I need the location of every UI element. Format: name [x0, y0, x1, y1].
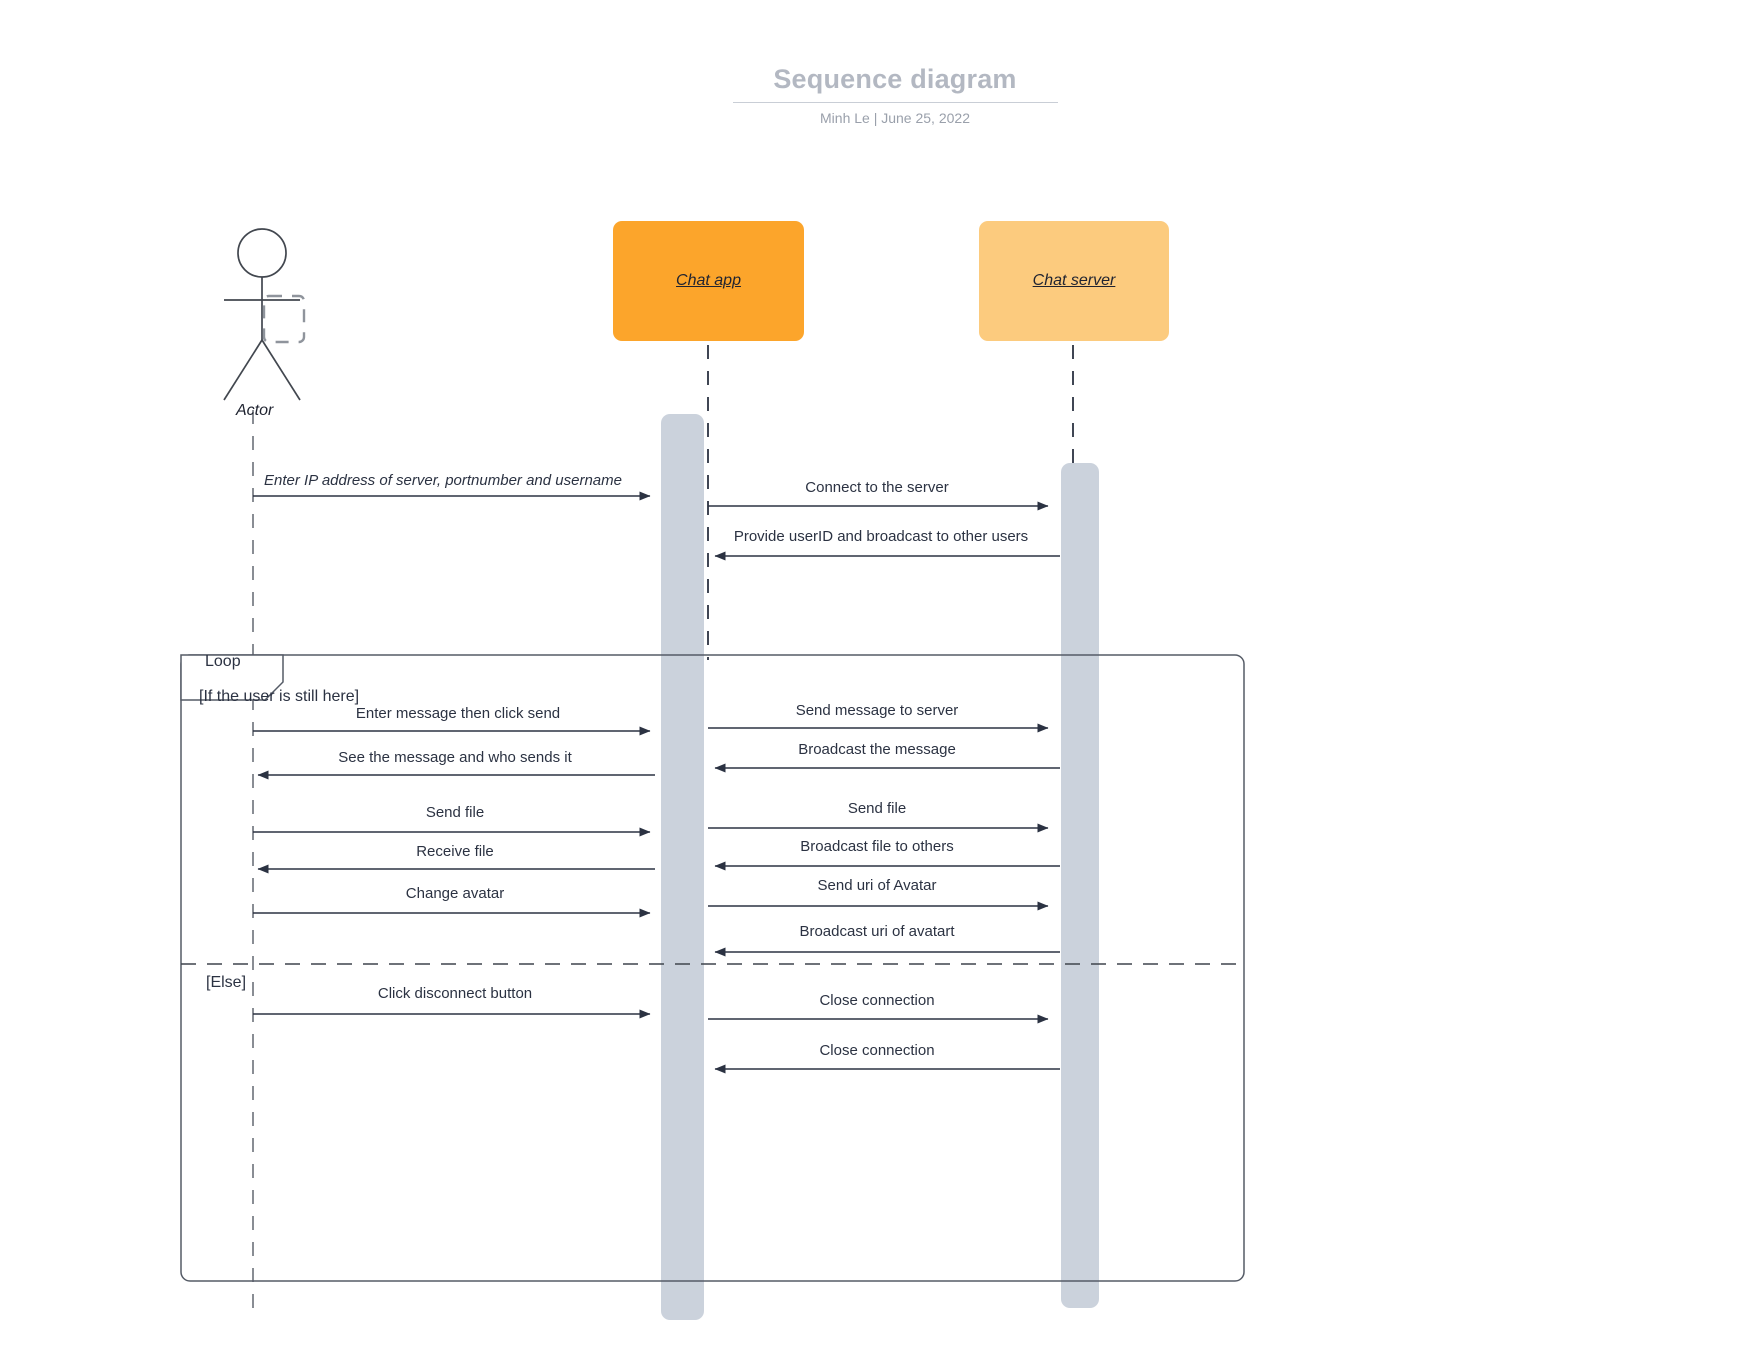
participant-chat-app-label: Chat app	[676, 272, 741, 289]
message-label-connect-to-the-server: Connect to the server	[805, 479, 949, 496]
title-divider	[732, 102, 1058, 103]
page-subtitle: Minh Le | June 25, 2022	[820, 110, 970, 126]
loop-guard-if: [If the user is still here]	[199, 688, 360, 705]
title-block: Sequence diagram Minh Le | June 25, 2022	[730, 62, 1060, 126]
participant-chat-server[interactable]: Chat server	[979, 221, 1169, 341]
actor-selection-outline	[262, 294, 306, 344]
message-label-enter-ip-address: Enter IP address of server, portnumber a…	[264, 472, 622, 489]
message-label-receive-file: Receive file	[416, 843, 494, 860]
message-label-broadcast-file-to-others: Broadcast file to others	[800, 838, 954, 855]
message-label-click-disconnect-button: Click disconnect button	[377, 985, 533, 1002]
page-title: Sequence diagram	[773, 64, 1017, 94]
message-label-send-uri-of-avatar: Send uri of Avatar	[817, 877, 937, 894]
message-label-close-connection-out: Close connection	[819, 992, 935, 1009]
message-label-provide-userid: Provide userID and broadcast to other us…	[733, 528, 1029, 545]
message-label-close-connection-in: Close connection	[819, 1042, 935, 1059]
message-label-send-message-to-server: Send message to server	[795, 702, 959, 719]
loop-operator-label: Loop	[205, 653, 241, 670]
message-label-see-the-message: See the message and who sends it	[338, 749, 572, 766]
actor-figure	[223, 228, 301, 401]
participant-chat-server-label: Chat server	[1032, 272, 1116, 289]
participant-chat-app[interactable]: Chat app	[613, 221, 804, 341]
loop-guard-else: [Else]	[206, 974, 247, 991]
message-label-enter-message-click-send: Enter message then click send	[355, 705, 561, 722]
activation-bar-chat-server	[1061, 463, 1099, 1308]
message-label-send-file-actor: Send file	[425, 804, 485, 821]
message-label-broadcast-uri-of-avatart: Broadcast uri of avatart	[799, 923, 955, 940]
loop-fragment-frame	[180, 654, 1245, 1282]
message-label-change-avatar: Change avatar	[405, 885, 505, 902]
loop-operator-tab	[180, 654, 284, 701]
message-label-broadcast-the-message: Broadcast the message	[798, 741, 956, 758]
message-label-send-file-server: Send file	[847, 800, 907, 817]
activation-bar-chat-app	[661, 414, 704, 1320]
participant-actor-label[interactable]: Actor	[236, 402, 274, 419]
